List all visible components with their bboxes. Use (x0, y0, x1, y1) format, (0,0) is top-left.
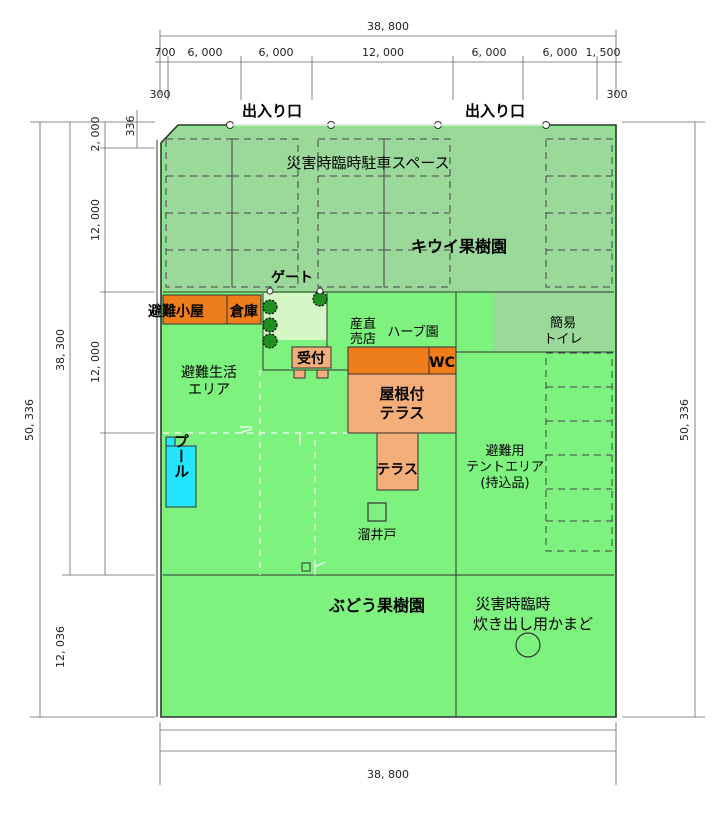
gate-post (316, 287, 324, 295)
toilet-label-2: トイレ (543, 332, 582, 347)
dim-top-seg-6: 6, 000 (543, 46, 578, 59)
tent-label-1: 避難用 (485, 444, 524, 459)
dim-left-seg-5: 12, 036 (54, 626, 67, 668)
parking-label: 災害時臨時駐車スペース (286, 154, 449, 172)
gate-post (266, 287, 274, 295)
dim-top-seg-4: 12, 000 (362, 46, 404, 59)
hut-label: 避難小屋 (148, 303, 204, 320)
reception-label: 受付 (297, 350, 325, 367)
dim-top-total: 38, 800 (367, 20, 409, 33)
reception-seat-2 (316, 369, 329, 379)
storage-label: 倉庫 (229, 303, 258, 320)
dim-left-mid: 38, 300 (54, 329, 67, 371)
entrance-label-1: 出入り口 (242, 102, 302, 120)
gate-trees (262, 291, 328, 349)
dim-top-offset-right: 300 (607, 88, 628, 101)
living-label-2: エリア (188, 382, 230, 398)
reception-booth (291, 346, 332, 369)
dim-top-offset-left: 300 (150, 88, 171, 101)
toilet-label-1: 簡易 (550, 316, 576, 331)
dim-left-seg-3: 12, 000 (89, 199, 102, 241)
herb-label: ハーブ園 (387, 324, 438, 340)
dim-left-outer: 50, 336 (23, 399, 36, 441)
kitchen-hearth (515, 632, 541, 658)
gate-label: ゲート (271, 269, 313, 286)
tent-label-3: (持込品) (480, 476, 529, 491)
terrace-label: テラス (376, 462, 418, 478)
dim-left-seg-1: 336 (124, 116, 137, 137)
wc-label: WC (429, 355, 455, 371)
dim-top-seg-5: 6, 000 (472, 46, 507, 59)
toilet-zone (493, 292, 614, 351)
entrance-label-2: 出入り口 (465, 102, 525, 120)
pool-step (165, 436, 176, 447)
dim-top-seg-1: 700 (155, 46, 176, 59)
parking-stalls (165, 138, 613, 552)
terrace (376, 432, 419, 491)
shop-label-2: 売店 (350, 331, 376, 347)
well (367, 502, 387, 522)
living-label-1: 避難生活 (181, 365, 237, 381)
storage-shed (226, 294, 262, 325)
zone-dividers (163, 291, 614, 717)
well-label: 溜井戸 (357, 528, 396, 543)
dim-left-seg-2: 2, 000 (89, 117, 102, 152)
pool (165, 445, 197, 508)
roof-terrace-label-1: 屋根付 (379, 385, 424, 403)
tent-label-2: テントエリア (466, 460, 544, 475)
dim-right-outer: 50, 336 (678, 399, 691, 441)
dim-bottom-total: 38, 800 (367, 768, 409, 781)
kitchen-label-2: 炊き出し用かまど (473, 615, 593, 633)
wc-building (347, 346, 457, 375)
roof-terrace-label-2: テラス (380, 404, 425, 422)
door-marks (239, 426, 326, 575)
reception-seat-1 (293, 369, 306, 379)
dimension-lines (30, 30, 705, 785)
parking-zone (163, 127, 614, 291)
kiwi-label: キウイ果樹園 (411, 237, 507, 256)
dim-top-seg-2: 6, 000 (188, 46, 223, 59)
grape-label: ぶどう果樹園 (328, 596, 425, 615)
entrance-markers (226, 121, 550, 129)
drain-mark (301, 562, 311, 572)
dim-top-seg-3: 6, 000 (259, 46, 294, 59)
dim-left-seg-4: 12, 000 (89, 341, 102, 383)
kitchen-label-1: 災害時臨時 (475, 595, 550, 613)
shop-label-1: 産直 (350, 316, 376, 332)
evacuation-hut (162, 294, 228, 325)
pool-label: プール (172, 434, 190, 479)
dim-top-seg-7: 1, 500 (586, 46, 621, 59)
roof-terrace (347, 373, 457, 434)
